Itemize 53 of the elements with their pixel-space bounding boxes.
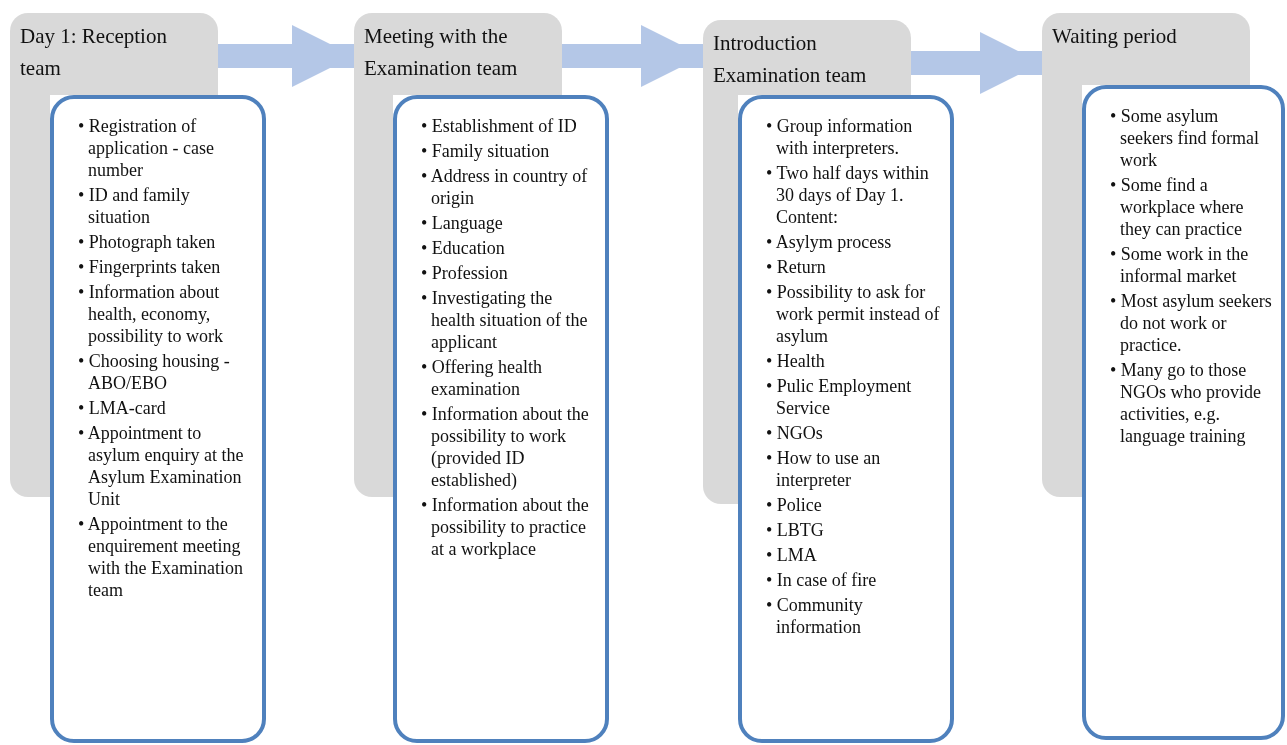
- list-item: • Police: [766, 494, 823, 516]
- list-box: [1082, 85, 1285, 740]
- list-item: • Information about the possibility to work (provided ID established): [421, 403, 590, 491]
- list-item: • How to use an interpreter: [766, 447, 882, 491]
- list-item: • Information about health, economy, possibility to work: [78, 281, 224, 347]
- stage-box: [703, 20, 911, 95]
- list-item: • Possibility to ask for work permit instead of asylum: [766, 281, 941, 347]
- list-item: • Information about the possibility to practice at a workplace: [421, 494, 590, 560]
- list-item: • Many go to those NGOs who provide activities, e.g. language training: [1110, 359, 1262, 447]
- list-item: • Some work in the informal market: [1110, 243, 1250, 287]
- stage-heading: Introduction Examination team: [713, 30, 868, 89]
- list-item: • NGOs: [766, 422, 824, 444]
- list-item: • Investigating the health situation of the applicant: [421, 287, 589, 353]
- list-item: • Offering health examination: [421, 356, 543, 400]
- list-item: • Two half days within 30 days of Day 1. Content:: [766, 162, 930, 228]
- list-item: • Education: [421, 237, 506, 259]
- list-item: • Appointment to the enquirement meeting with the Examination team: [78, 513, 244, 601]
- list-item: • LMA-card: [78, 397, 167, 419]
- list-item: • LBTG: [766, 519, 825, 541]
- stage-box: [10, 13, 218, 95]
- list-item: • Establishment of ID: [421, 115, 578, 137]
- list-item: • Photograph taken: [78, 231, 217, 253]
- block-arrow: [218, 24, 354, 88]
- list-item: • Choosing housing - ABO/EBO: [78, 350, 231, 394]
- stage-heading: Waiting period: [1052, 23, 1178, 50]
- list-box: [738, 95, 954, 743]
- list-item: • Most asylum seekers do not work or practice.: [1110, 290, 1273, 356]
- list-item: • Pulic Employment Service: [766, 375, 913, 419]
- list-item: • Group information with interpreters.: [766, 115, 914, 159]
- list-item: • Return: [766, 256, 827, 278]
- stage-heading: Day 1: Reception team: [20, 23, 168, 82]
- list-item: • Appointment to asylum enquiry at the Asylum Examination Unit: [78, 422, 245, 510]
- stage-box: [1042, 13, 1250, 85]
- list-item: • Address in country of origin: [421, 165, 589, 209]
- list-item: • ID and family situation: [78, 184, 191, 228]
- list-item: • Language: [421, 212, 504, 234]
- list-item: • Some asylum seekers find formal work: [1110, 105, 1260, 171]
- list-box: [50, 95, 266, 743]
- list-item: • Registration of application - case number: [78, 115, 215, 181]
- list-item: • Fingerprints taken: [78, 256, 222, 278]
- block-arrow: [562, 24, 703, 88]
- list-item: • Health: [766, 350, 826, 372]
- list-item: • In case of fire: [766, 569, 878, 591]
- list-item: • Community information: [766, 594, 864, 638]
- list-box: [393, 95, 609, 743]
- list-item: • LMA: [766, 544, 818, 566]
- stage-heading: Meeting with the Examination team: [364, 23, 519, 82]
- list-item: • Asylym process: [766, 231, 893, 253]
- list-item: • Family situation: [421, 140, 551, 162]
- block-arrow: [911, 31, 1042, 95]
- stage-box: [354, 13, 562, 95]
- list-item: • Some find a workplace where they can practice: [1110, 174, 1245, 240]
- list-item: • Profession: [421, 262, 509, 284]
